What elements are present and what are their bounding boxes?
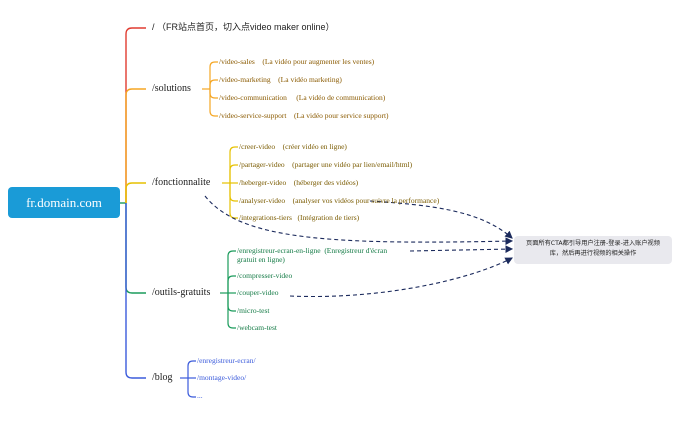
blog-item-2[interactable]: /montage-video/ [197, 373, 247, 382]
cta-note: 页面所有CTA都引导用户注册-登录-进入账户视频库，然后再进行视频的相关操作 [514, 236, 672, 264]
node-blog[interactable]: /blog [152, 372, 173, 383]
solutions-item-3[interactable]: /video-communication (La vidéo de commun… [219, 93, 386, 102]
solutions-item-4[interactable]: /video-service-support (La vidéo pour se… [219, 111, 389, 120]
blog-item-1[interactable]: /enregistreur-ecran/ [197, 356, 256, 365]
fonctionnalite-item-3[interactable]: /heberger-video (héberger des vidéos) [239, 178, 359, 187]
solutions-item-1[interactable]: /video-sales (La vidéo pour augmenter le… [219, 57, 375, 66]
root-label: fr.domain.com [26, 194, 102, 210]
outils-item-1-cont: gratuit en ligne) [237, 255, 285, 264]
outils-item-2[interactable]: /compresser-video [237, 271, 293, 280]
node-fonctionnalite[interactable]: /fonctionnalite [152, 177, 211, 188]
fonctionnalite-item-2[interactable]: /partager-video (partager une vidéo par … [239, 160, 413, 169]
outils-item-4[interactable]: /micro-test [237, 306, 270, 315]
cta-note-text: 页面所有CTA都引导用户注册-登录-进入账户视频库，然后再进行视频的相关操作 [526, 240, 660, 257]
fonctionnalite-item-5[interactable]: /integrations-tiers (Intégration de tier… [239, 213, 360, 222]
fonctionnalite-item-1[interactable]: /creer-video (créer vidéo en ligne) [239, 142, 347, 151]
node-solutions[interactable]: /solutions [152, 83, 191, 94]
solutions-item-2[interactable]: /video-marketing (La vidéo marketing) [219, 75, 342, 84]
node-outils-gratuits[interactable]: /outils-gratuits [152, 287, 211, 298]
blog-item-3[interactable]: ... [197, 391, 203, 400]
root-node[interactable]: fr.domain.com [8, 187, 120, 218]
fonctionnalite-item-4[interactable]: /analyser-video (analyser vos vidéos pou… [239, 196, 440, 205]
outils-item-3[interactable]: /couper-video [237, 288, 279, 297]
outils-item-5[interactable]: /webcam-test [237, 323, 277, 332]
outils-item-1[interactable]: /enregistreur-ecran-en-ligne (Enregistre… [237, 246, 388, 255]
home-node[interactable]: / （FR站点首页，切入点video maker online） [152, 22, 335, 32]
